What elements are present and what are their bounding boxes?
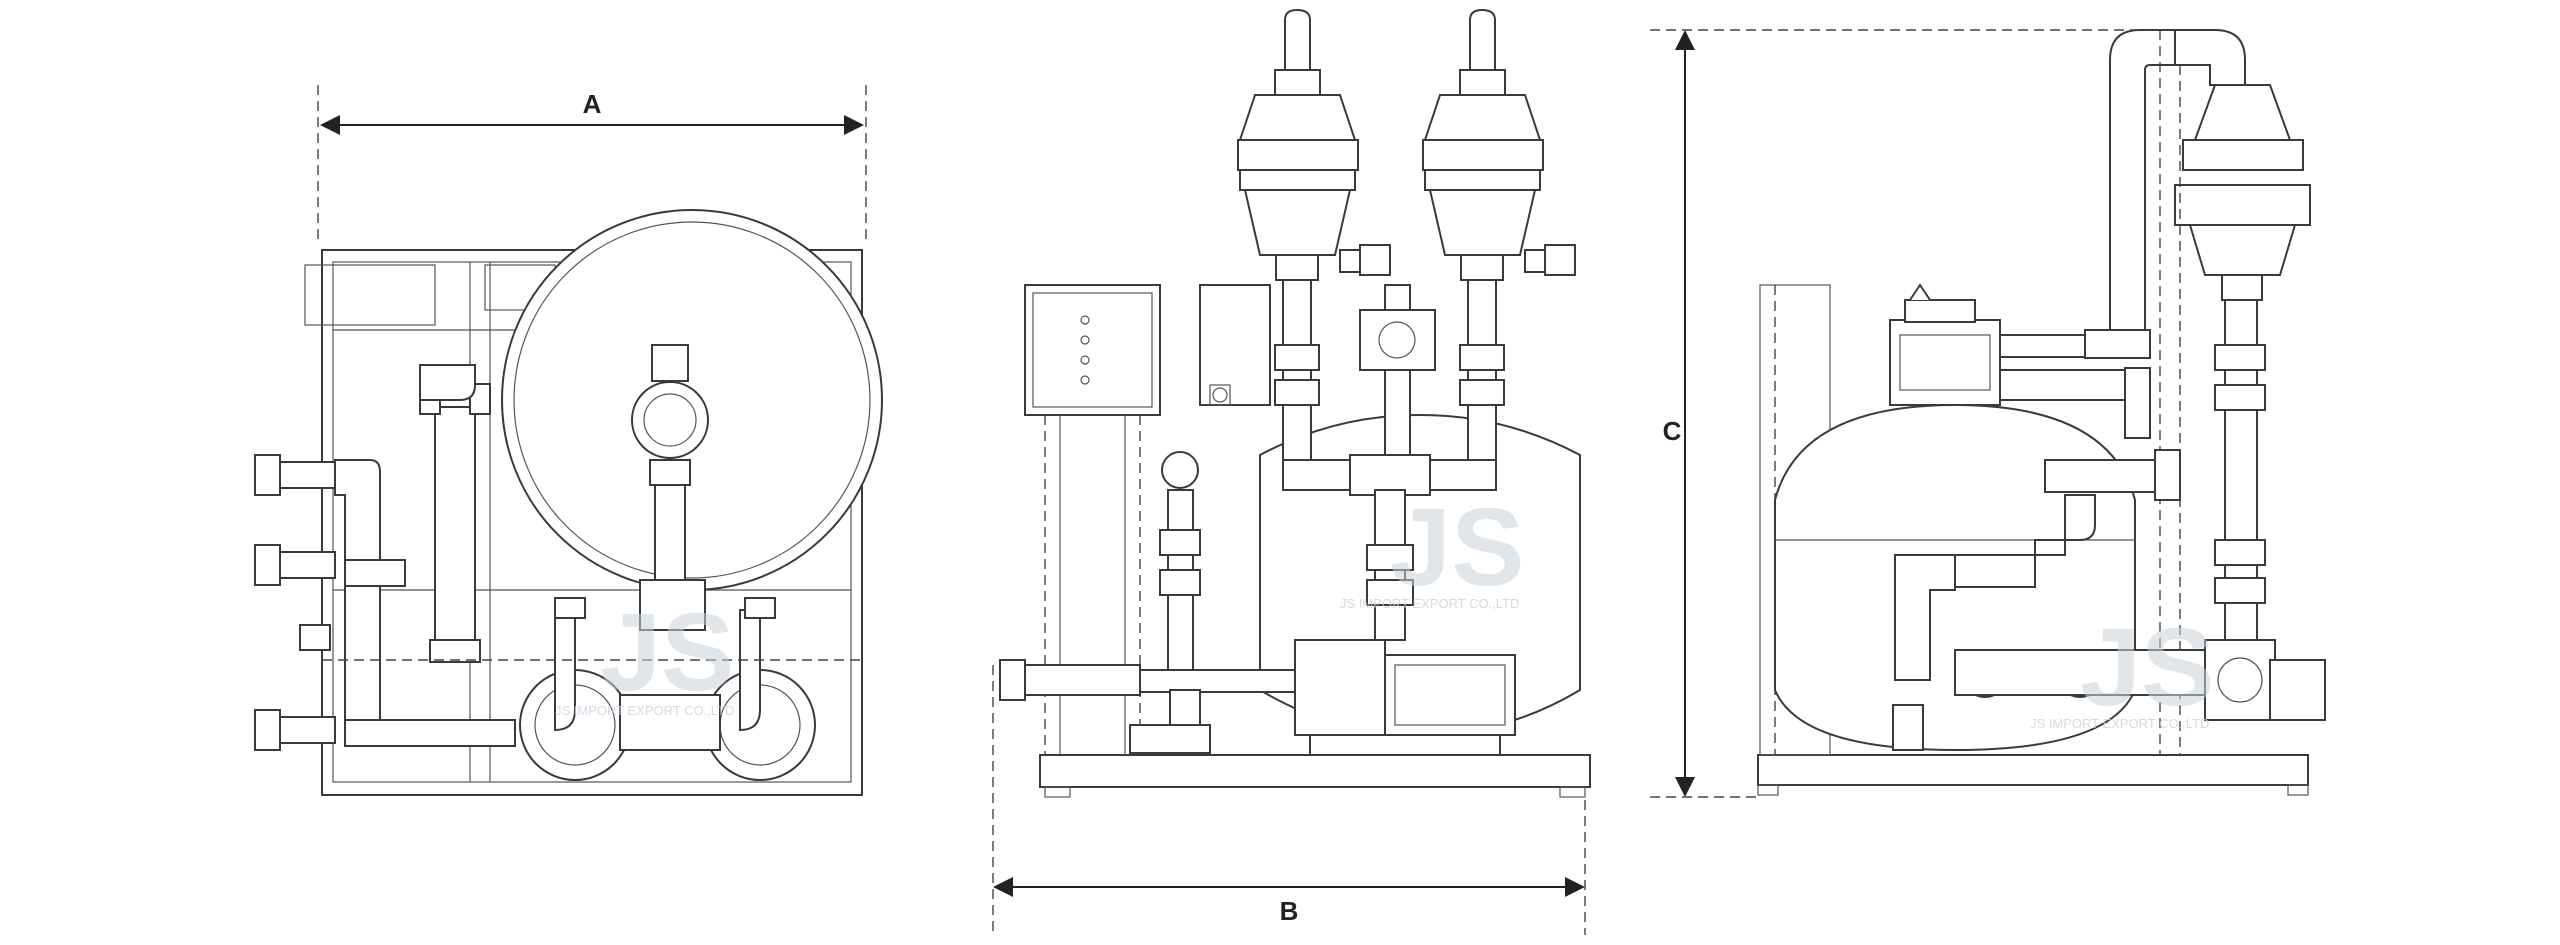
- filter-left: [1237, 8, 1359, 281]
- dimension-label-a: A: [583, 89, 602, 119]
- filter-right: [1422, 8, 1544, 281]
- front-view: B: [992, 8, 1591, 935]
- watermark-side-view: JS JS IMPORT EXPORT CO.,LTD: [2030, 606, 2215, 731]
- dimension-label-b: B: [1280, 896, 1299, 926]
- left-pipe-group: [254, 454, 516, 751]
- watermark-company: JS IMPORT EXPORT CO.,LTD: [2030, 716, 2209, 731]
- watermark-front-view: JS JS IMPORT EXPORT CO.,LTD: [1340, 486, 1525, 611]
- dimension-label-c: C: [1663, 416, 1682, 446]
- watermark-company: JS IMPORT EXPORT CO.,LTD: [555, 703, 734, 718]
- side-view: C: [1650, 29, 2326, 798]
- watermark-logo: JS: [600, 591, 735, 714]
- watermark-company: JS IMPORT EXPORT CO.,LTD: [1340, 596, 1519, 611]
- dimension-b: B: [992, 665, 1586, 935]
- watermark-logo: JS: [2080, 606, 2215, 729]
- dimension-c: C: [1650, 29, 2160, 798]
- dimension-a: A: [317, 85, 867, 245]
- watermark-logo: JS: [1390, 486, 1525, 609]
- top-view: A: [254, 85, 883, 796]
- watermark-top-view: JS JS IMPORT EXPORT CO.,LTD: [555, 591, 735, 718]
